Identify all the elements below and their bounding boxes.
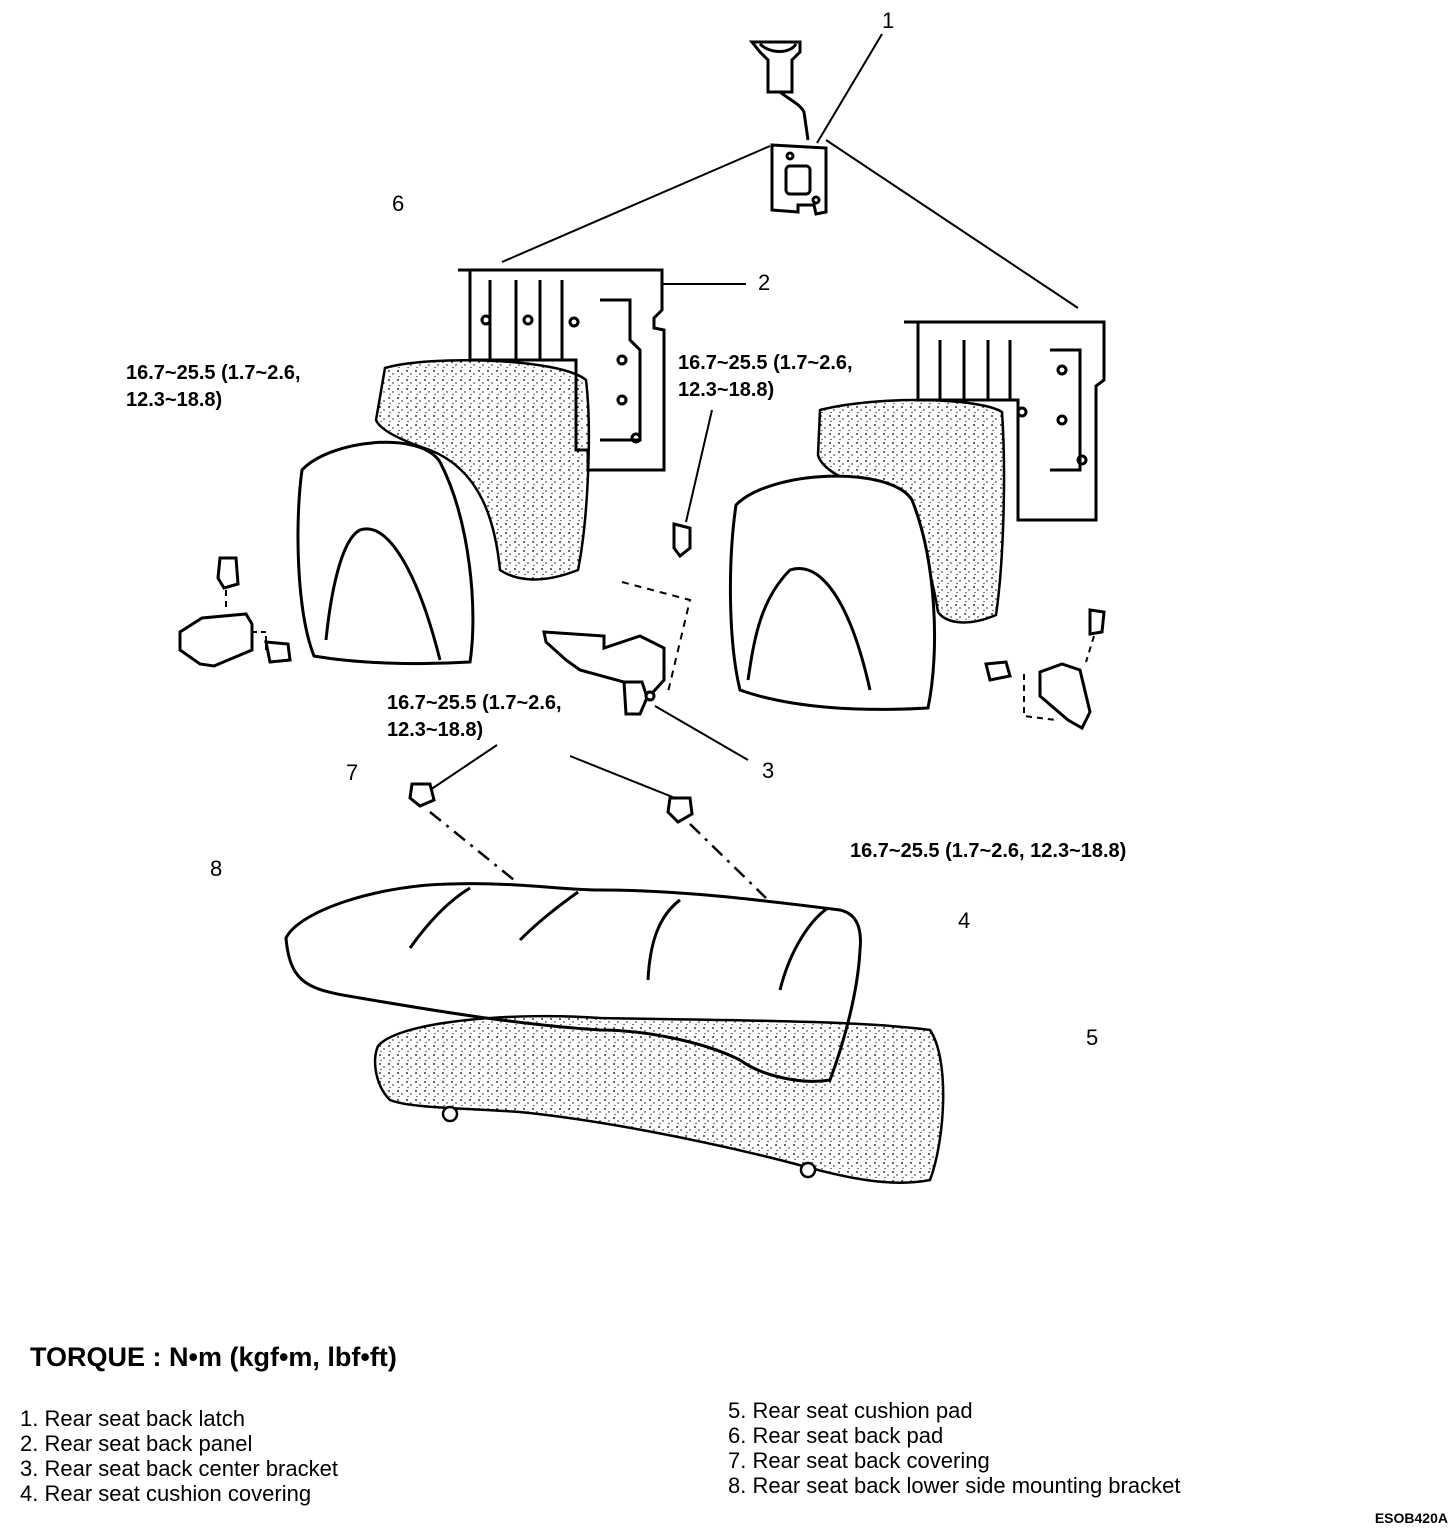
seat-back-latch bbox=[748, 40, 828, 216]
legend-item: 3. Rear seat back center bracket bbox=[20, 1456, 338, 1481]
torque-heading: TORQUE : N•m (kgf•m, lbf•ft) bbox=[30, 1342, 397, 1372]
legend-item: 7. Rear seat back covering bbox=[728, 1448, 990, 1473]
legend-item: 5. Rear seat cushion pad bbox=[728, 1398, 973, 1423]
legend-item: 6. Rear seat back pad bbox=[728, 1423, 944, 1448]
callout-1: 1 bbox=[882, 8, 895, 33]
figure-code: ESOB420A bbox=[1374, 1510, 1448, 1526]
callout-4: 4 bbox=[958, 908, 971, 933]
torque-spec-line: 12.3~18.8) bbox=[126, 389, 223, 411]
seat-back-panel-left bbox=[458, 268, 666, 472]
callout-6: 6 bbox=[392, 191, 405, 216]
torque-spec-right: 16.7~25.5 (1.7~2.6, 12.3~18.8) bbox=[850, 840, 1127, 862]
legend-right: 5. Rear seat cushion pad 6. Rear seat ba… bbox=[728, 1398, 1180, 1498]
leader-lines bbox=[429, 33, 1079, 801]
callout-5: 5 bbox=[1086, 1025, 1099, 1050]
lower-side-mounting-bracket-left bbox=[178, 556, 292, 668]
callout-2: 2 bbox=[758, 270, 771, 295]
legend-item: 2. Rear seat back panel bbox=[20, 1431, 253, 1456]
seat-back-pad-left bbox=[374, 359, 591, 581]
torque-spec-middle: 16.7~25.5 (1.7~2.6, 12.3~18.8) bbox=[387, 690, 562, 744]
bolt-paths bbox=[429, 811, 767, 899]
lower-side-mounting-bracket-right bbox=[984, 608, 1106, 731]
seat-back-covering-right bbox=[728, 474, 937, 711]
legend-item: 4. Rear seat cushion covering bbox=[20, 1481, 312, 1506]
legend-item: 8. Rear seat back lower side mounting br… bbox=[728, 1473, 1181, 1498]
legend-item: 1. Rear seat back latch bbox=[20, 1406, 246, 1431]
callout-8: 8 bbox=[210, 856, 223, 881]
torque-spec-line: 16.7~25.5 (1.7~2.6, bbox=[126, 362, 301, 384]
seat-back-panel-right bbox=[904, 320, 1106, 522]
torque-spec-line: 12.3~18.8) bbox=[678, 379, 775, 401]
torque-spec-line: 16.7~25.5 (1.7~2.6, bbox=[387, 692, 562, 714]
callout-7: 7 bbox=[346, 760, 359, 785]
legend-left: 1. Rear seat back latch 2. Rear seat bac… bbox=[20, 1406, 338, 1506]
seat-back-covering-left bbox=[296, 440, 475, 666]
torque-spec-line: 16.7~25.5 (1.7~2.6, bbox=[678, 352, 853, 374]
seat-back-center-bracket bbox=[542, 522, 692, 716]
torque-spec-line: 12.3~18.8) bbox=[387, 719, 484, 741]
torque-spec-upper-left: 16.7~25.5 (1.7~2.6, 12.3~18.8) bbox=[126, 360, 301, 414]
bolts bbox=[408, 782, 694, 824]
torque-spec-upper-center: 16.7~25.5 (1.7~2.6, 12.3~18.8) bbox=[678, 350, 853, 404]
seat-cushion-pad bbox=[373, 1014, 945, 1184]
callout-3: 3 bbox=[762, 758, 775, 783]
